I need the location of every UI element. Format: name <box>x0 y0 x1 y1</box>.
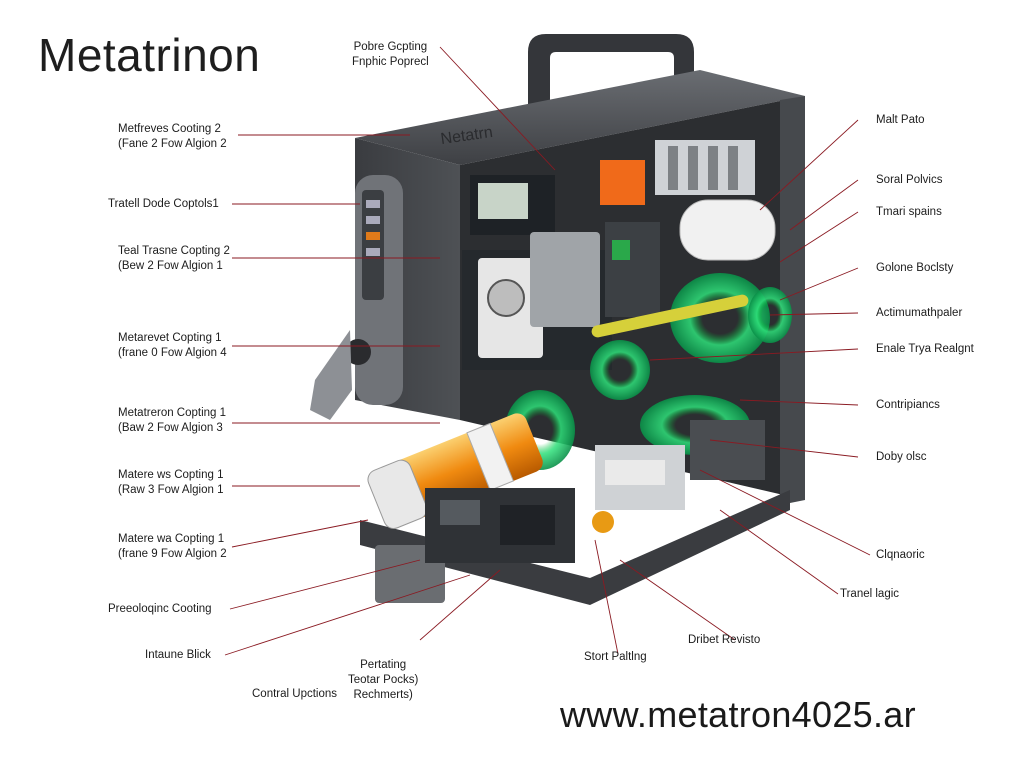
label-left-8: Preeoloqinc Cooting <box>108 603 212 615</box>
label-left-3: Teal Trasne Copting 2 (Bew 2 Fow Algion … <box>118 245 230 272</box>
page-title: Metatrinon <box>38 29 261 81</box>
label-left-1: Metfreves Cooting 2 (Fane 2 Fow Algion 2 <box>118 123 227 150</box>
label-left-7: Matere wa Copting 1 (frane 9 Fow Algion … <box>118 533 227 560</box>
capacitor-stack <box>655 140 755 195</box>
grey-cylinder-unit <box>530 232 600 327</box>
label-left-4: Metarevet Copting 1 (frane 0 Fow Algion … <box>118 332 227 359</box>
gear-part <box>592 511 614 533</box>
label-right-5: Actimumathpaler <box>876 307 963 319</box>
label-right-2: Soral Polvics <box>876 174 943 186</box>
white-cylinder <box>679 199 776 261</box>
right-module <box>690 420 765 480</box>
label-right-10: Tranel lagic <box>840 588 900 600</box>
label-bottom-1: Pertating Teotar Pocks) Rechmerts) <box>348 659 419 701</box>
case-lid <box>355 70 805 165</box>
label-right-4: Golone Boclsty <box>876 262 954 274</box>
label-right-8: Doby olsc <box>876 451 927 463</box>
label-left-6: Matere ws Copting 1 (Raw 3 Fow Algion 1 <box>118 469 224 496</box>
website-url[interactable]: www.metatron4025.ar <box>560 694 916 735</box>
orange-display <box>600 160 645 205</box>
label-right-6: Enale Trya Realgnt <box>876 343 974 355</box>
label-right-9: Clqnaoric <box>876 549 925 561</box>
label-bottom-2: Contral Upctions <box>252 688 338 700</box>
label-left-5: Metatreron Copting 1 (Baw 2 Fow Algion 3 <box>118 407 227 434</box>
label-right-3: Tmari spains <box>876 206 942 218</box>
orange-cylinder <box>367 413 543 529</box>
yellow-shaft <box>591 294 749 338</box>
label-left-2: Tratell Dode Coptols1 <box>108 198 219 210</box>
label-right-1: Malt Pato <box>876 114 925 126</box>
green-coil-small <box>590 340 650 400</box>
side-bracket <box>310 330 352 420</box>
leader-lines <box>224 46 871 656</box>
label-bottom-4: Dribet Revisto <box>688 634 761 646</box>
label-top: Pobre Gcpting Fnphic Poprecl <box>352 41 429 68</box>
label-right-7: Contripiancs <box>876 399 940 411</box>
control-knob <box>345 339 371 365</box>
label-left-9: Intaune Blick <box>145 649 211 661</box>
label-bottom-3: Stort Paltlng <box>584 651 647 663</box>
